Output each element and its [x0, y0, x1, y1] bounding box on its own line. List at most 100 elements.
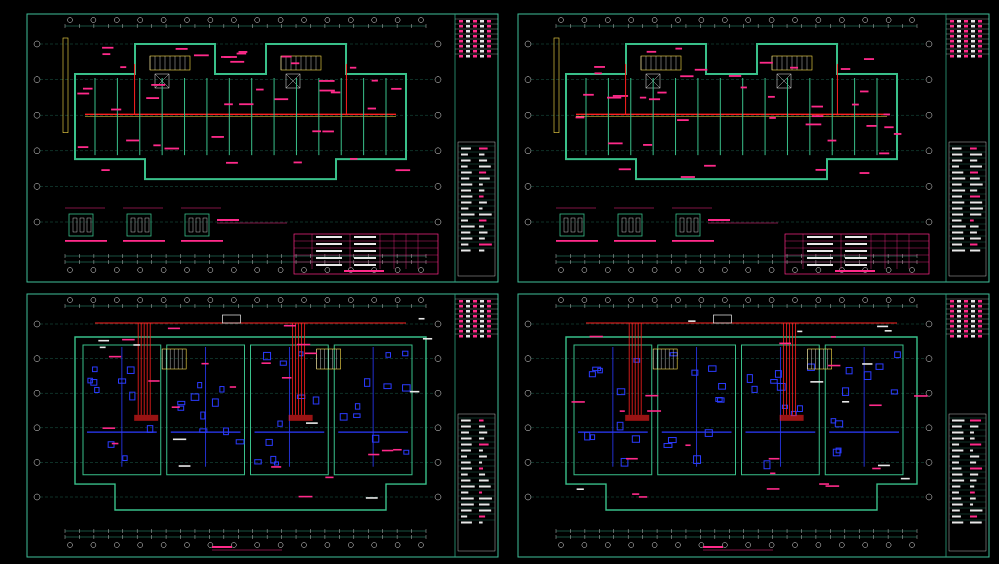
- title-block-text: [970, 461, 977, 464]
- title-block-text: [971, 25, 975, 28]
- title-block-text: [950, 20, 954, 23]
- title-block-text: [479, 159, 488, 162]
- axis-bubble-icon: [581, 297, 588, 303]
- axis-bubble-icon: [231, 542, 237, 548]
- title-block-text: [459, 305, 463, 308]
- sheet-bottom-left[interactable]: [26, 293, 499, 558]
- title-block-text: [479, 449, 483, 452]
- axis-bubble-icon: [792, 17, 798, 23]
- plumbing-fixture: [894, 351, 901, 359]
- sheet-top-left[interactable]: [26, 13, 499, 283]
- sheet-top-right[interactable]: [517, 13, 990, 283]
- plumbing-fixture: [273, 461, 280, 466]
- title-block-text: [952, 231, 964, 234]
- pipe-annotation: [325, 476, 334, 479]
- title-block-text: [957, 40, 961, 43]
- title-block-text: [461, 521, 472, 524]
- title-block-text: [970, 485, 975, 488]
- plumbing-fixture: [835, 447, 842, 454]
- title-block-text: [952, 473, 963, 476]
- plumbing-fixture: [667, 437, 677, 444]
- circuit-annotation: [607, 96, 622, 99]
- axis-bubble-icon: [434, 493, 442, 501]
- circuit-annotation: [349, 66, 357, 69]
- title-block-text: [479, 431, 488, 434]
- sheet-bottom-right[interactable]: [517, 293, 990, 558]
- title-block-text: [479, 177, 490, 180]
- title-block-text: [480, 55, 484, 58]
- apartment-unit: [166, 344, 245, 476]
- title-block-text: [978, 30, 982, 33]
- panel-diagram: [675, 213, 701, 237]
- title-block-text: [459, 300, 463, 303]
- title-block-text: [466, 55, 470, 58]
- title-block-text: [971, 55, 975, 58]
- axis-bubble-icon: [254, 542, 260, 548]
- circuit-annotation: [236, 52, 247, 55]
- title-block-text: [971, 30, 975, 33]
- title-block-text: [952, 479, 965, 482]
- axis-bubble-icon: [277, 17, 284, 23]
- title-block-text: [480, 335, 484, 338]
- axis-bubble-icon: [925, 459, 933, 466]
- title-block-text: [473, 335, 477, 338]
- axis-bubble-icon: [418, 542, 424, 548]
- circuit-annotation: [322, 130, 334, 133]
- meter-cluster: [222, 314, 241, 324]
- title-block-text: [957, 305, 961, 308]
- circuit-annotation: [694, 68, 708, 71]
- title-block-text: [971, 320, 975, 323]
- title-block-text: [466, 325, 470, 328]
- plumbing-fixture: [403, 449, 410, 455]
- axis-bubble-icon: [698, 267, 705, 273]
- plumbing-fixture: [200, 411, 206, 420]
- axis-bubble-icon: [254, 267, 260, 273]
- title-block-text: [479, 171, 487, 174]
- title-block-text: [950, 50, 954, 53]
- legend-text: [807, 257, 833, 259]
- circuit-annotation: [805, 123, 822, 126]
- title-block-text: [978, 20, 982, 23]
- title-block-text: [473, 40, 477, 43]
- title-block-text: [473, 30, 477, 33]
- title-block-text: [479, 195, 484, 198]
- plumbing-fixture: [746, 374, 753, 383]
- axis-bubble-icon: [418, 17, 424, 23]
- title-block-text: [461, 431, 469, 434]
- title-block-text: [970, 467, 983, 470]
- axis-bubble-icon: [745, 267, 751, 273]
- pipe-annotation: [298, 495, 313, 498]
- axis-bubble-icon: [675, 297, 681, 303]
- axis-bubble-icon: [137, 17, 143, 23]
- title-block-text: [970, 473, 979, 476]
- title-block-text: [952, 165, 959, 168]
- axis-bubble-icon: [371, 17, 377, 23]
- circuit-annotation: [851, 103, 859, 106]
- circuit-annotation: [77, 146, 89, 149]
- title-block-text: [461, 171, 472, 174]
- axis-bubble-icon: [675, 17, 681, 23]
- title-block-text: [970, 183, 983, 186]
- plumbing-fixture: [385, 352, 392, 358]
- circuit-annotation: [740, 86, 747, 89]
- title-block-text: [473, 55, 477, 58]
- axis-bubble-icon: [745, 17, 751, 23]
- plumbing-fixture: [402, 350, 409, 357]
- circuit-annotation: [728, 75, 742, 77]
- axis-bubble-icon: [815, 542, 822, 548]
- circuit-annotation: [863, 58, 875, 60]
- plumbing-fixture: [763, 460, 771, 470]
- title-block-text: [479, 485, 491, 488]
- plumbing-fixture: [90, 379, 98, 386]
- axis-bubble-icon: [909, 297, 915, 303]
- circuit-annotation: [230, 60, 245, 63]
- axis-bubble-icon: [301, 17, 307, 23]
- circuit-annotation: [893, 133, 902, 135]
- title-block-text: [970, 431, 974, 434]
- axis-bubble-icon: [885, 17, 892, 23]
- title-block-text: [970, 449, 974, 452]
- panel-caption: [65, 240, 107, 242]
- title-block-text: [952, 219, 962, 222]
- plumbing-fixture: [693, 455, 702, 464]
